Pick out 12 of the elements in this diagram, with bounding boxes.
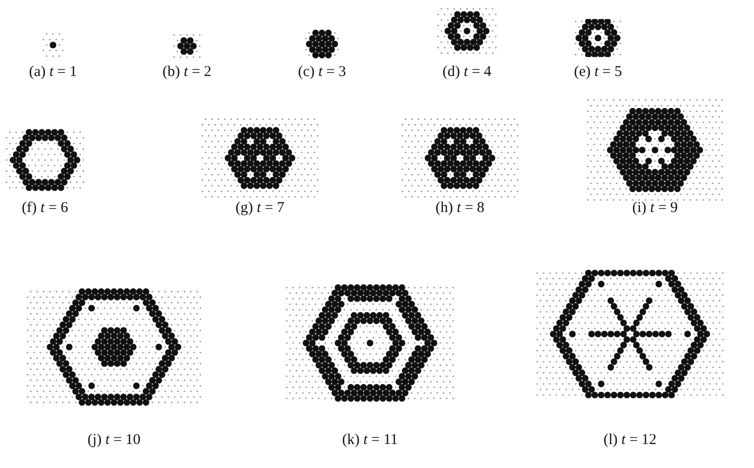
caption: (e) t = 5 [574, 64, 622, 81]
caption: (i) t = 9 [632, 200, 678, 217]
caption: (l) t = 12 [603, 432, 657, 449]
caption: (c) t = 3 [298, 64, 346, 81]
caption: (f) t = 6 [22, 200, 68, 217]
caption: (d) t = 4 [442, 64, 492, 81]
caption: (b) t = 2 [162, 64, 212, 81]
caption: (g) t = 7 [236, 200, 284, 217]
caption: (a) t = 1 [28, 64, 78, 81]
caption: (j) t = 10 [87, 432, 141, 449]
caption: (h) t = 8 [436, 200, 484, 217]
caption: (k) t = 11 [342, 432, 398, 449]
